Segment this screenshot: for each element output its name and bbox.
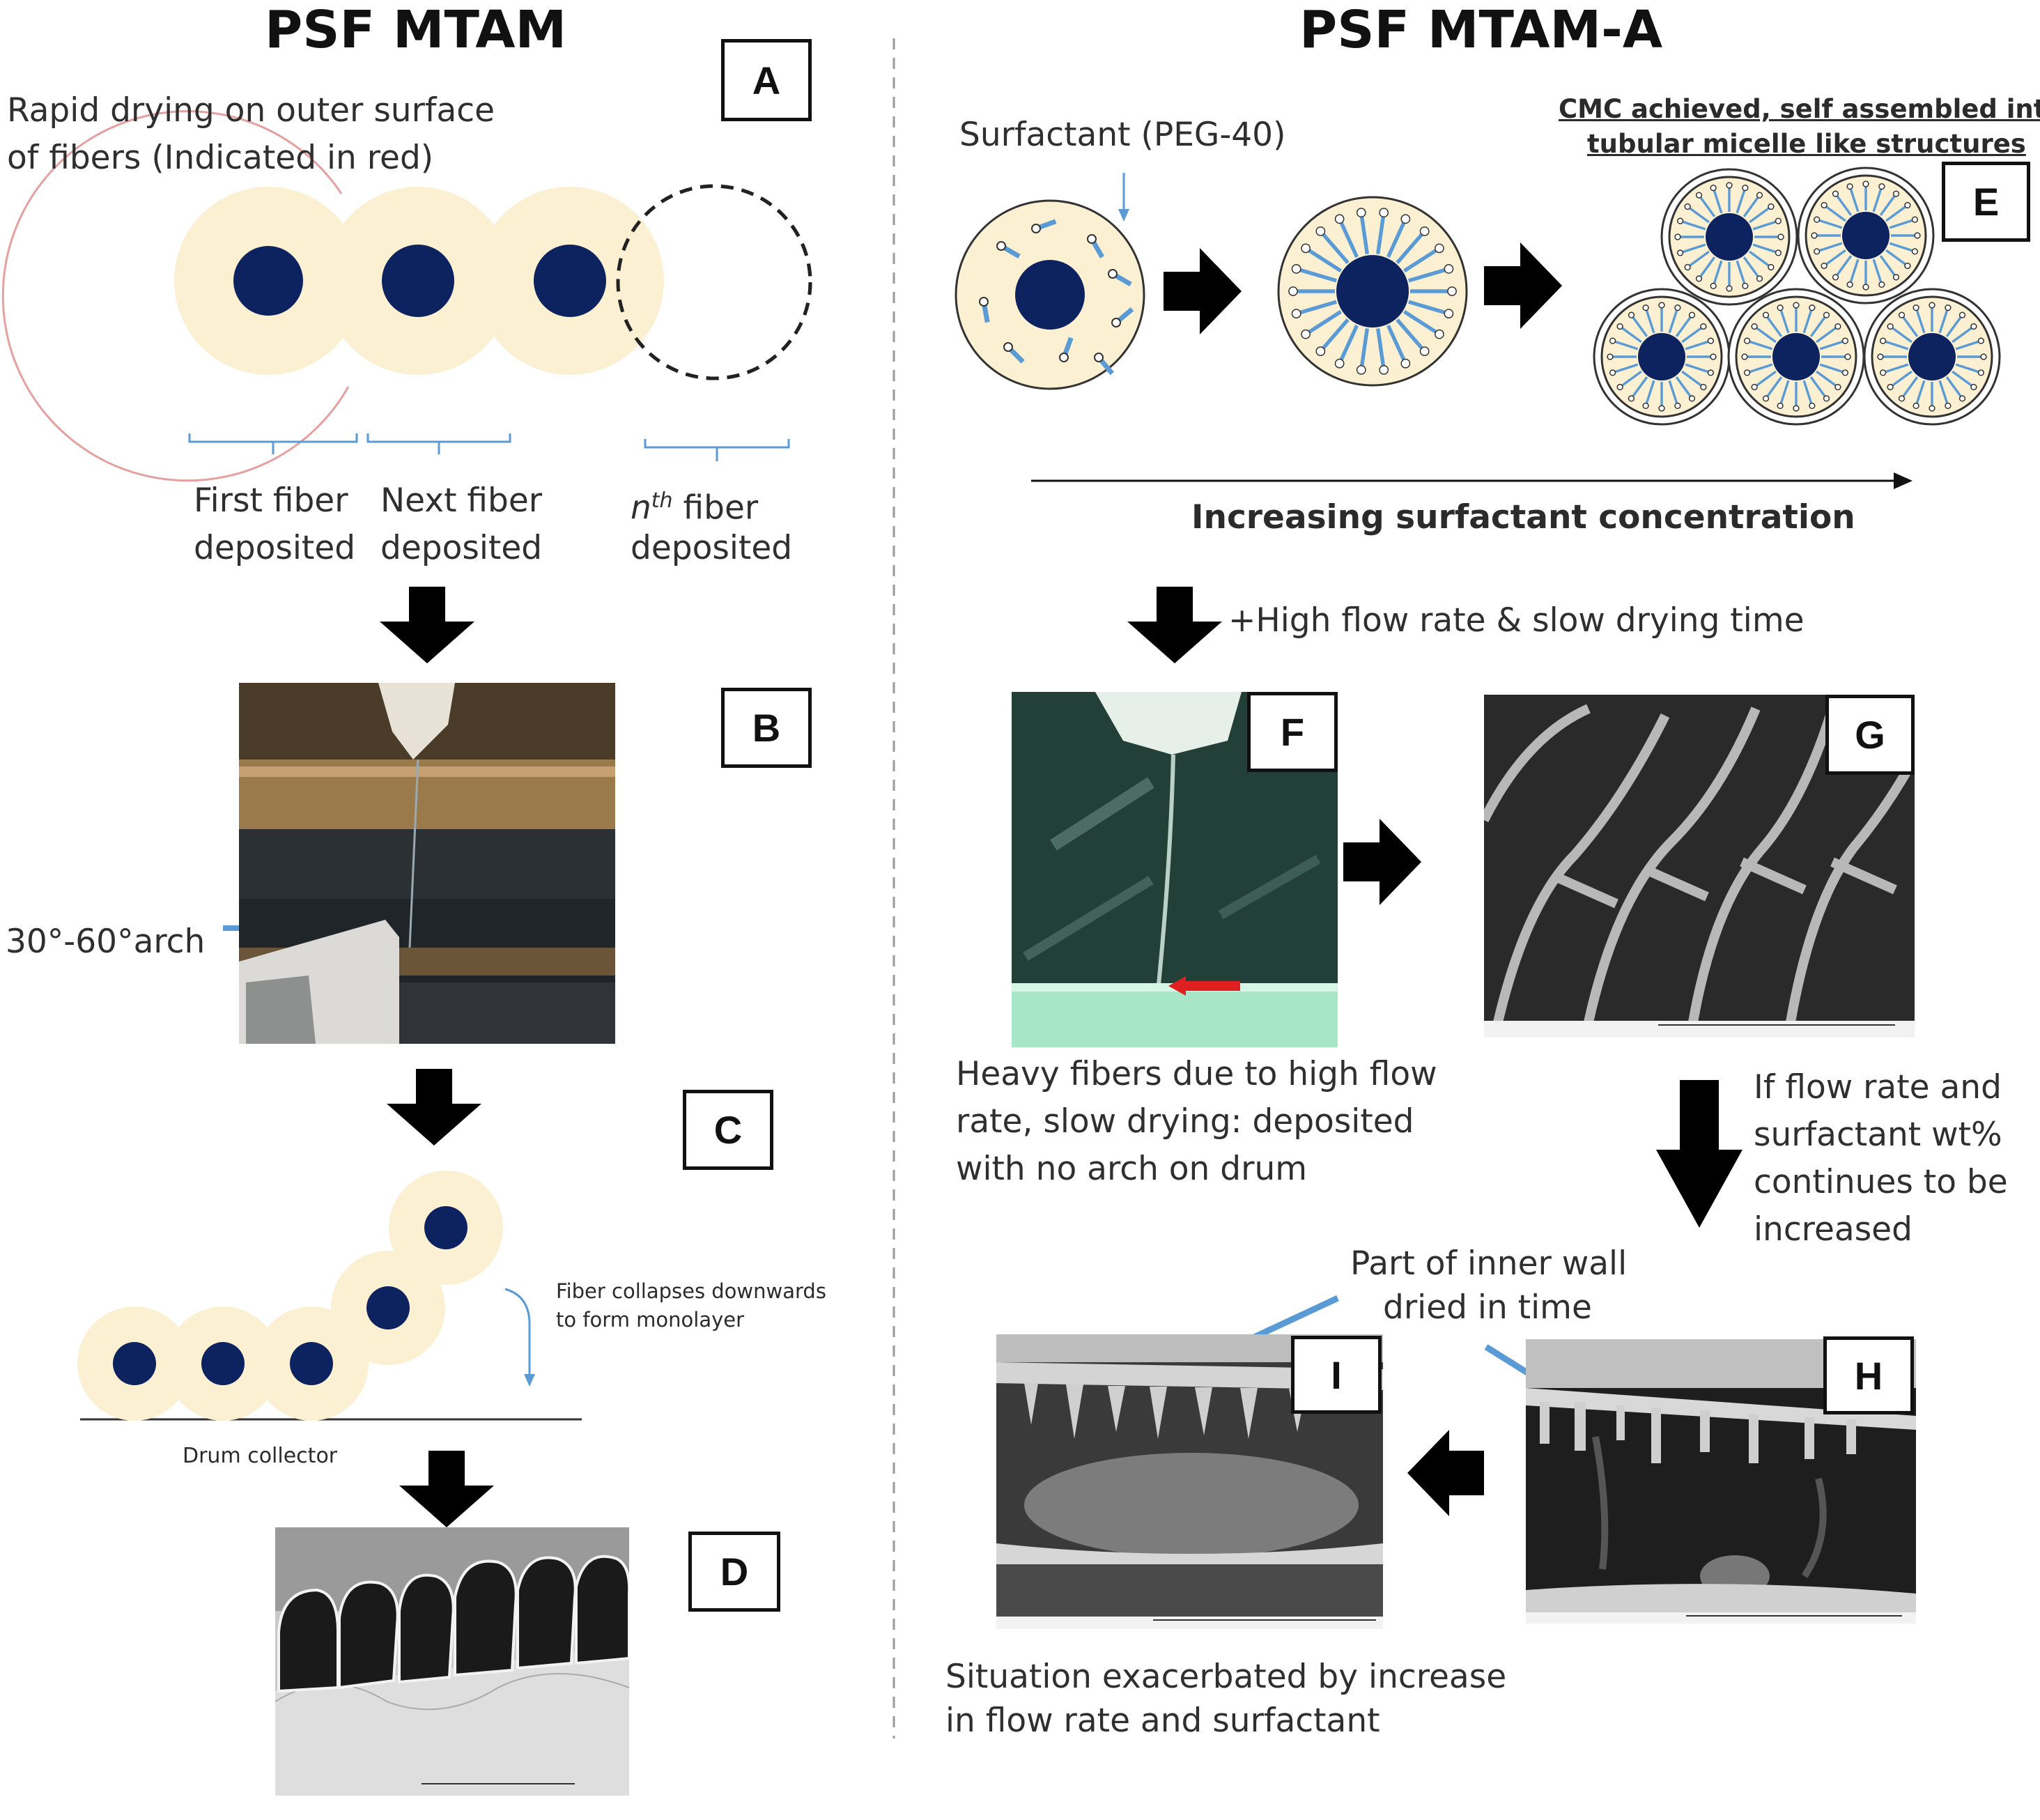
next-fiber-line2: deposited [380, 529, 543, 567]
rapid-drying-line2: of fibers (Indicated in red) [7, 139, 434, 177]
cmc-line2: tubular micelle like structures [1587, 129, 2026, 159]
panel-h-label: H [1823, 1336, 1914, 1414]
increasing-concentration-label: Increasing surfactant concentration [1191, 498, 1855, 537]
panel-c-label: C [683, 1090, 773, 1170]
photo-d-sem-monolayer [275, 1527, 629, 1796]
arrow-down-c-d [399, 1451, 494, 1527]
if-flow-line2: surfactant wt% [1754, 1116, 2002, 1154]
panel-i-label: I [1291, 1336, 1382, 1414]
panel-a-label: A [721, 39, 812, 121]
red-outer-surface-arc [1, 110, 350, 482]
collapse-line2: to form monolayer [556, 1308, 745, 1332]
flow-rate-label: +High flow rate & slow drying time [1228, 601, 1805, 640]
right-title: PSF MTAM-A [1299, 0, 1663, 60]
fiber-braces [188, 433, 790, 461]
next-fiber-line1: Next fiber [380, 481, 543, 520]
panel-f-label: F [1247, 692, 1338, 772]
panel-c-collapse [77, 1171, 582, 1421]
drum-collector-label: Drum collector [183, 1444, 338, 1468]
inner-wall-line2: dried in time [1383, 1288, 1592, 1327]
arrow-right-e2 [1484, 242, 1562, 329]
panel-g-label: G [1825, 695, 1915, 775]
collapse-line1: Fiber collapses downwards [556, 1279, 826, 1303]
first-fiber-core [233, 246, 303, 316]
arrow-left-h-i [1407, 1430, 1484, 1516]
nth-rest: fiber [672, 488, 759, 527]
panel-b-label: B [721, 688, 812, 768]
if-flow-line4: increased [1754, 1210, 1912, 1249]
arrow-down-e-f [1127, 587, 1222, 663]
left-title: PSF MTAM [265, 0, 567, 60]
first-fiber-line1: First fiber [194, 481, 348, 520]
nth-sup: th [651, 488, 673, 513]
nth-fiber-line1: nth fiber [631, 477, 758, 532]
panel-e-label: E [1942, 162, 2030, 242]
nth-fiber-line2: deposited [631, 529, 793, 567]
cmc-line1: CMC achieved, self assembled into [1559, 94, 2040, 124]
if-flow-line1: If flow rate and [1754, 1068, 2002, 1106]
panel-d-label: D [688, 1532, 780, 1612]
arrow-down-g-h [1656, 1080, 1742, 1228]
arrow-down-a-b [380, 587, 474, 663]
photo-g-sem-channels [1484, 695, 1915, 1038]
heavy-fibers-line2: rate, slow drying: deposited [956, 1102, 1414, 1141]
if-flow-line3: continues to be [1754, 1163, 2008, 1201]
heavy-fibers-line1: Heavy fibers due to high flow [956, 1055, 1437, 1093]
arch-label: 30°-60°arch [6, 923, 206, 961]
panel-e-micelles [955, 167, 2001, 426]
situation-line1: Situation exacerbated by increase [945, 1658, 1507, 1696]
collapse-arrow [504, 1288, 531, 1380]
next-fiber-core [382, 245, 454, 317]
arrow-right-e1 [1164, 248, 1242, 334]
arrow-right-f-g [1343, 819, 1421, 905]
heavy-fibers-line3: with no arch on drum [956, 1150, 1308, 1188]
nth-n: n [631, 488, 651, 527]
photo-b-needle-deposition [239, 683, 615, 1044]
arrow-down-b-c [387, 1069, 481, 1146]
panel-a-fibers [1, 110, 812, 482]
inner-wall-line1: Part of inner wall [1350, 1244, 1628, 1283]
situation-line2: in flow rate and surfactant [945, 1702, 1380, 1740]
first-fiber-line2: deposited [194, 529, 356, 567]
third-fiber-core [534, 245, 606, 317]
rapid-drying-line1: Rapid drying on outer surface [7, 91, 495, 130]
surfactant-label: Surfactant (PEG-40) [959, 116, 1286, 154]
